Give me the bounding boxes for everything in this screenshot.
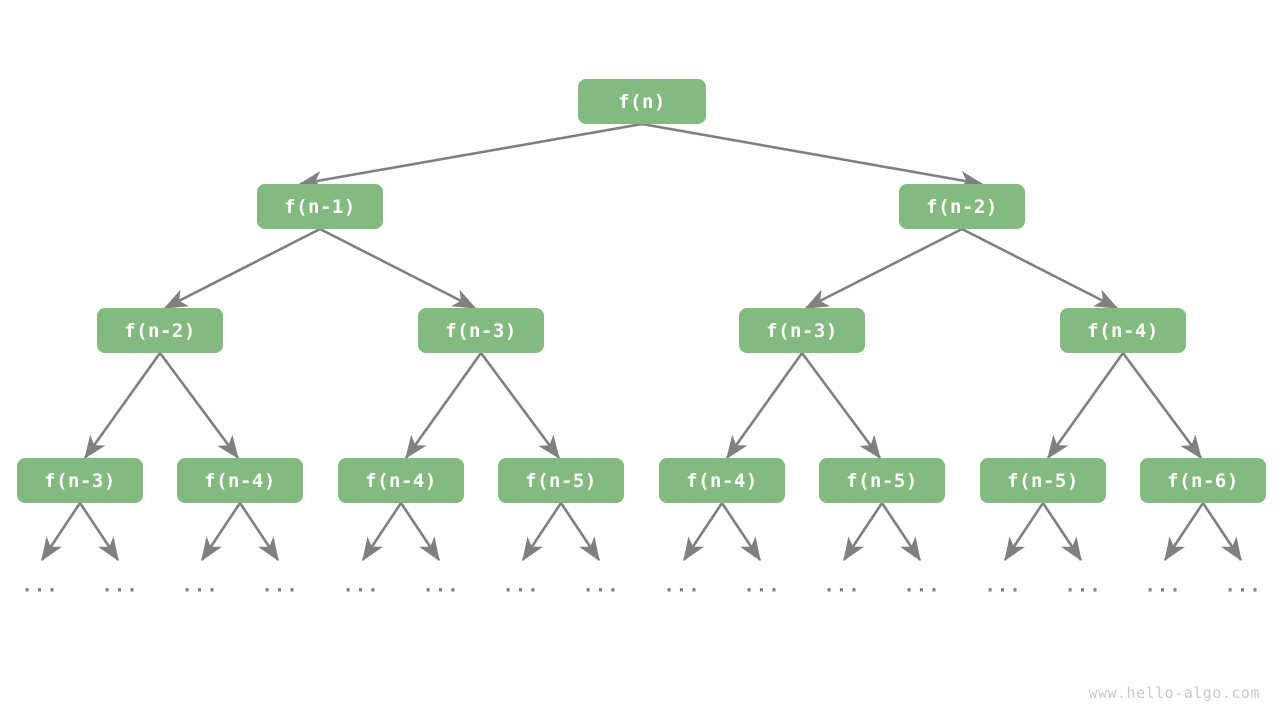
tree-node: f(n-4) [659, 458, 785, 503]
ellipsis-leaf: ... [342, 574, 380, 597]
ellipsis-leaf: ... [1224, 574, 1262, 597]
tree-edge [163, 227, 321, 310]
ellipsis-leaf: ... [984, 574, 1022, 597]
leaf-edge [78, 502, 120, 562]
tree-edge [961, 227, 1119, 310]
tree-edge [800, 352, 882, 460]
tree-node: f(n-1) [257, 184, 383, 229]
leaf-edges [40, 502, 1243, 562]
leaf-edge [1041, 502, 1083, 562]
tree-edge [298, 122, 643, 190]
ellipsis-leaf: ... [663, 574, 701, 597]
ellipsis-leaf: ... [823, 574, 861, 597]
tree-edge [404, 352, 483, 460]
ellipsis-leaf: ... [1144, 574, 1182, 597]
leaf-edge [521, 502, 563, 562]
leaf-edge [720, 502, 762, 562]
ellipsis-leaf: ... [582, 574, 620, 597]
tree-node: f(n-4) [177, 458, 303, 503]
tree-node: f(n-6) [1140, 458, 1266, 503]
watermark: www.hello-algo.com [1088, 684, 1260, 702]
tree-node: f(n-5) [819, 458, 945, 503]
tree-node: f(n-4) [1060, 308, 1186, 353]
leaf-edge [40, 502, 82, 562]
tree-edge [479, 352, 561, 460]
tree-node: f(n-4) [338, 458, 464, 503]
ellipsis-leaf: ... [21, 574, 59, 597]
leaf-edge [238, 502, 280, 562]
tree-edge [158, 352, 240, 460]
tree-edges [83, 122, 1203, 460]
tree-edge [725, 352, 804, 460]
tree-edge [804, 227, 963, 310]
tree-edge [83, 352, 162, 460]
tree-edge [1046, 352, 1125, 460]
ellipsis-leaf: ... [422, 574, 460, 597]
leaf-edge [682, 502, 724, 562]
leaf-edge [200, 502, 242, 562]
tree-node: f(n-3) [17, 458, 143, 503]
leaf-edge [1003, 502, 1045, 562]
tree-node: f(n-5) [498, 458, 624, 503]
tree-edge [641, 122, 984, 190]
ellipsis-leaf: ... [903, 574, 941, 597]
leaf-edge [361, 502, 403, 562]
leaf-edge [880, 502, 922, 562]
tree-edge [1121, 352, 1203, 460]
tree-node: f(n-2) [97, 308, 223, 353]
leaf-edge [842, 502, 884, 562]
ellipsis-leaf: ... [1064, 574, 1102, 597]
leaf-edge [1201, 502, 1243, 562]
ellipsis-leaf: ... [502, 574, 540, 597]
ellipsis-leaf: ... [743, 574, 781, 597]
ellipsis-leaf: ... [181, 574, 219, 597]
ellipsis-leaf: ... [261, 574, 299, 597]
leaf-edge [1163, 502, 1205, 562]
leaf-edge [399, 502, 441, 562]
leaf-edge [559, 502, 601, 562]
tree-node: f(n-5) [980, 458, 1106, 503]
tree-node: f(n-3) [418, 308, 544, 353]
tree-node: f(n-2) [899, 184, 1025, 229]
tree-node: f(n-3) [739, 308, 865, 353]
tree-node: f(n) [578, 79, 706, 124]
ellipsis-leaf: ... [101, 574, 139, 597]
tree-edge [319, 227, 477, 310]
